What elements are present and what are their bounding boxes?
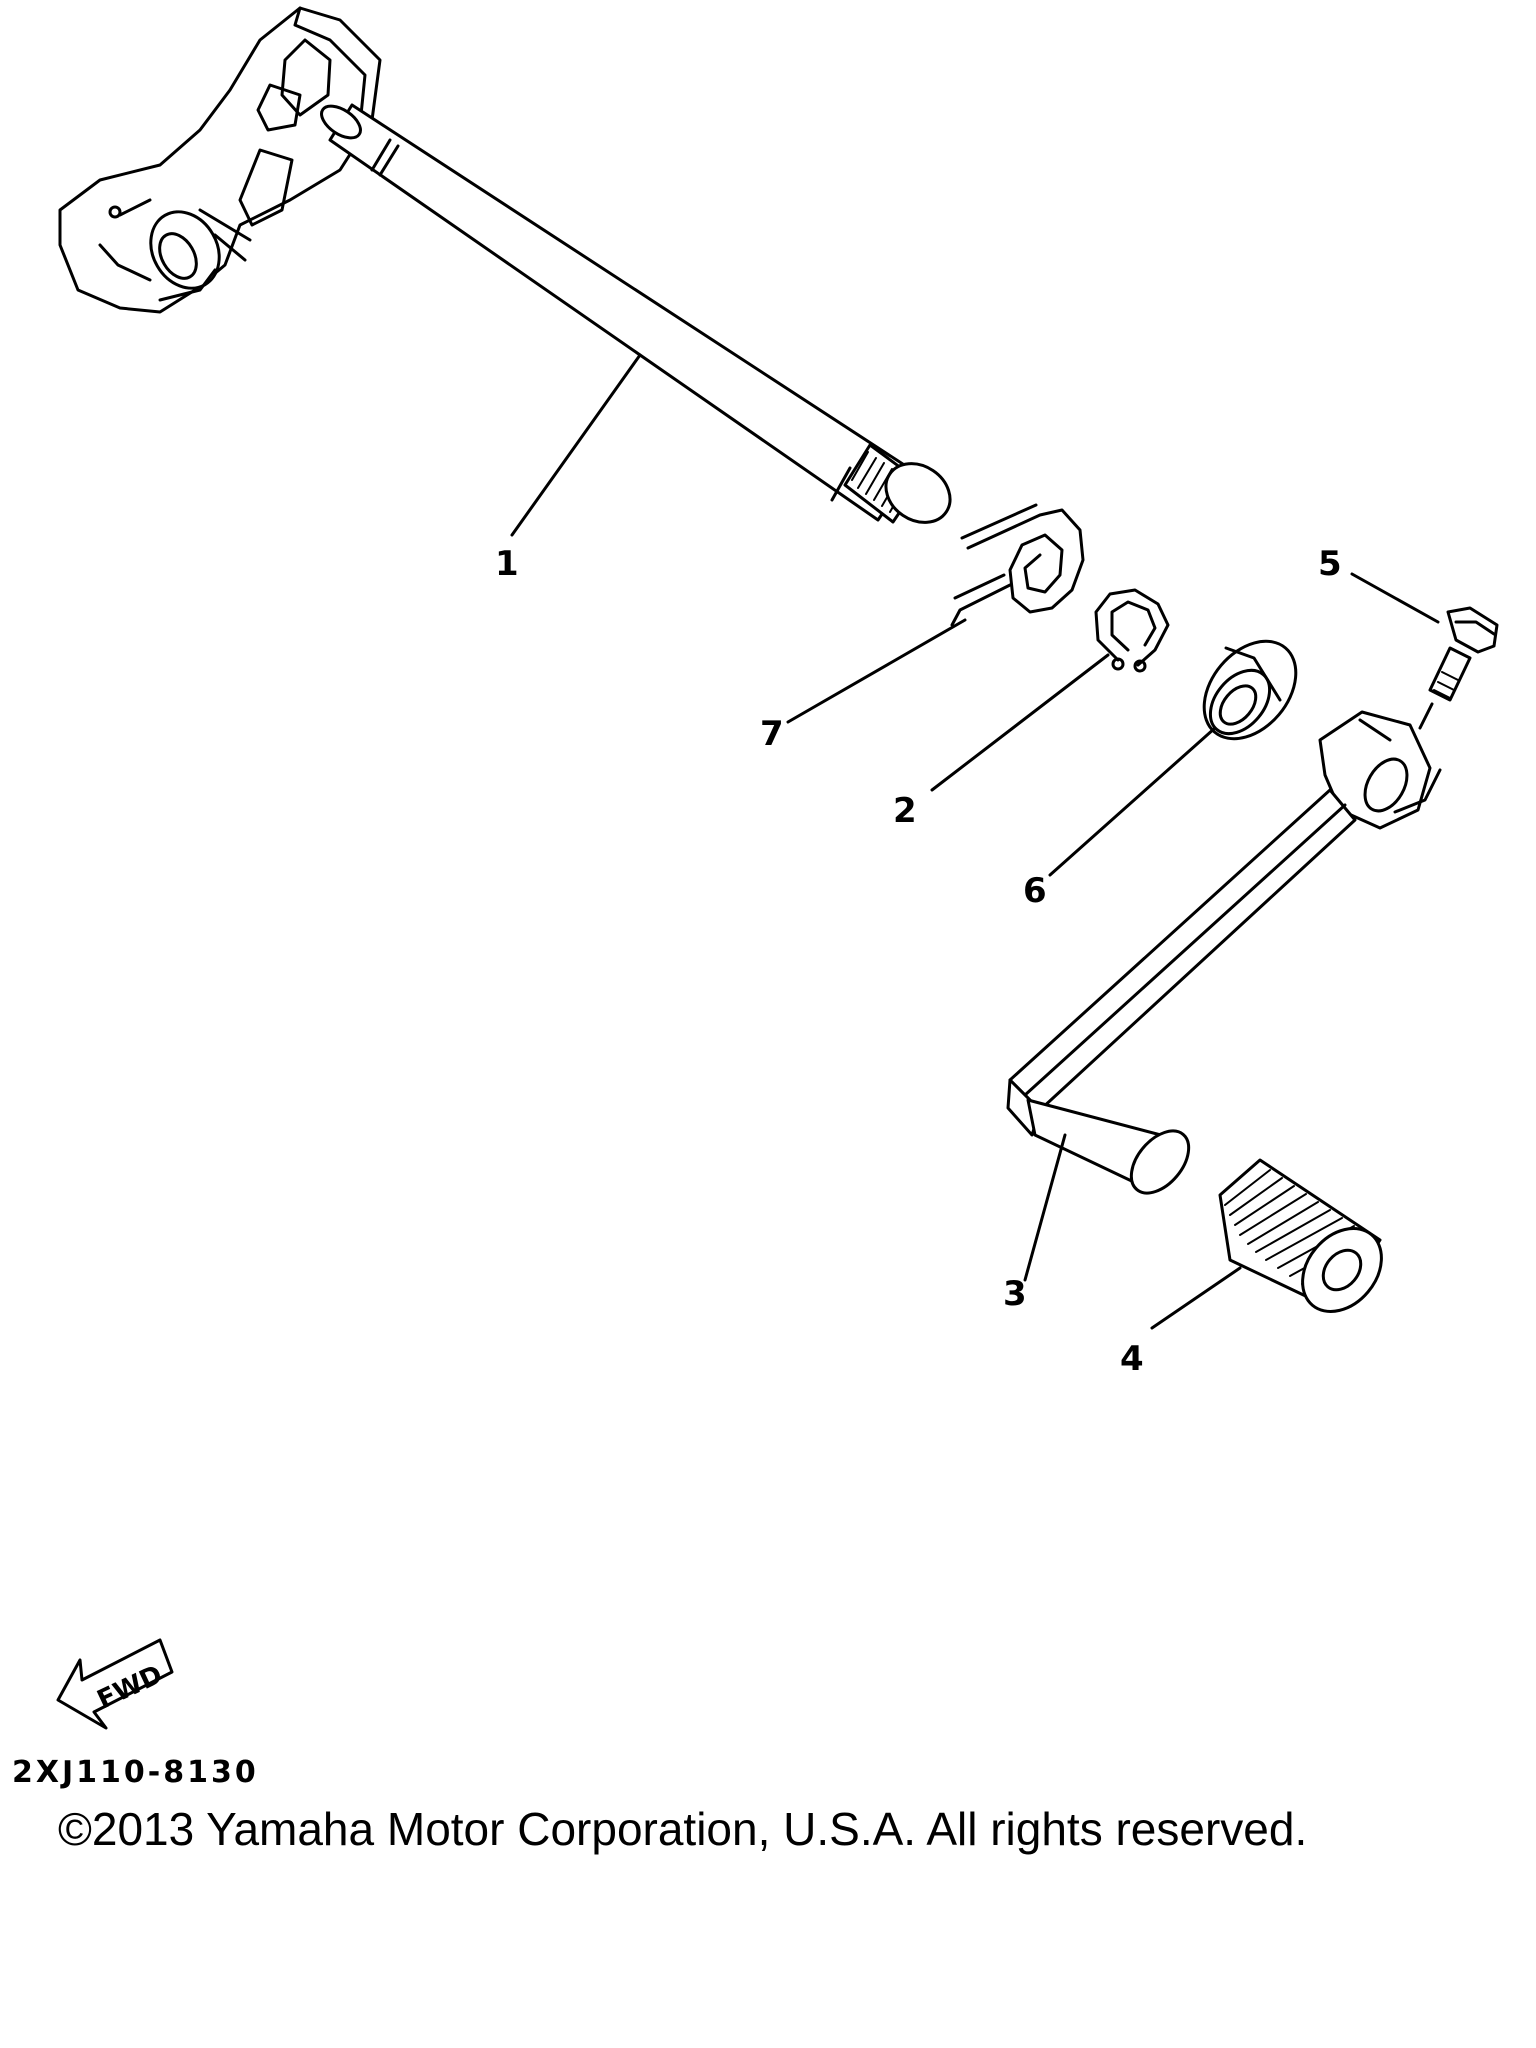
callout-6: 6 xyxy=(1023,871,1047,911)
callout-labels: 1 2 3 4 5 6 7 xyxy=(495,544,1342,1379)
fwd-arrow-icon: FWD xyxy=(56,1638,174,1730)
shift-lever-part xyxy=(1006,710,1442,1282)
callout-3: 3 xyxy=(1003,1274,1027,1314)
callout-7: 7 xyxy=(760,714,784,754)
torsion-spring-part xyxy=(786,503,1085,724)
callout-2: 2 xyxy=(893,791,917,831)
callout-4: 4 xyxy=(1120,1339,1144,1379)
oil-seal-part xyxy=(1048,639,1298,877)
copyright-text: ©2013 Yamaha Motor Corporation, U.S.A. A… xyxy=(58,1803,1308,1855)
callout-5: 5 xyxy=(1318,544,1342,584)
shift-shaft-part xyxy=(58,6,952,537)
circlip-part xyxy=(930,588,1170,792)
pedal-rubber-part xyxy=(1150,1158,1383,1330)
callout-1: 1 xyxy=(495,544,519,584)
bolt-part xyxy=(1350,572,1499,730)
drawing-code: 2XJ110-8130 xyxy=(12,1755,259,1790)
